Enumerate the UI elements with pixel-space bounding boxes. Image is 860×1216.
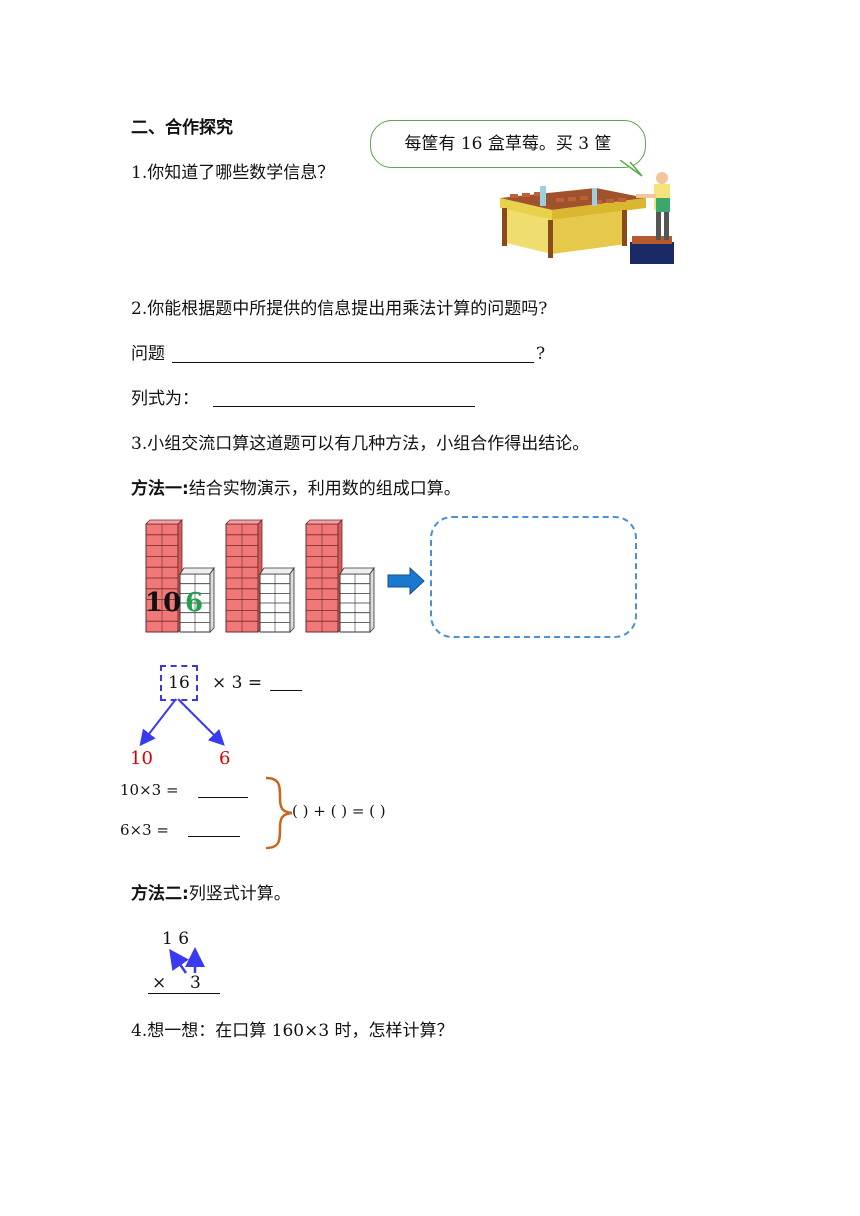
method-1-text: 结合实物演示，利用数的组成口算。 [188,479,461,499]
number-16-box: 16 [160,665,198,701]
formula-label: 列式为： [131,389,199,409]
speech-bubble-text: 每筐有 16 盒草莓。买 3 筐 [404,134,612,154]
method-1-title: 方法一: [131,479,189,499]
block-group-2 [225,519,295,633]
blocks-label-ten: 10 [145,588,182,618]
question-label: 问题 [131,344,165,364]
multiply-expression: × 3 = [212,673,263,693]
blocks-label-six: 6 [185,588,204,618]
question-1: 1.你知道了哪些数学信息？ [131,163,335,183]
split-ten: 10 [130,748,153,769]
vertical-bottom-digit: 3 [190,973,201,993]
question-2: 2.你能根据题中所提供的信息提出用乘法计算的问题吗? [131,299,548,319]
question-3: 3.小组交流口算这道题可以有几种方法，小组合作得出结论。 [131,434,590,454]
speech-bubble-tail [620,160,643,177]
strawberry-stall-illustration [500,172,674,264]
answer-drawing-box[interactable] [430,516,637,638]
method-2-title: 方法二: [131,884,189,904]
method-1-heading: 方法一:结合实物演示，利用数的组成口算。 [131,478,461,500]
product-answer-line[interactable] [270,689,302,691]
right-brace-icon [265,776,293,850]
split-arrows [139,698,225,747]
split-six: 6 [219,748,231,769]
vertical-times-sign: × [152,973,167,993]
method-2-text: 列竖式计算。 [188,884,291,904]
right-arrow-icon [387,566,425,596]
equation-6x3: 6×3 = [120,821,169,839]
speech-bubble: 每筐有 16 盒草莓。买 3 筐 [370,120,646,168]
blocks-illustration [145,519,375,633]
equation-10x3: 10×3 = [120,781,179,799]
vertical-result-line [148,992,220,994]
question-answer-line[interactable] [172,361,534,363]
equation-6x3-answer-line[interactable] [188,835,240,837]
question-mark: ? [536,344,546,364]
equation-10x3-answer-line[interactable] [198,796,248,798]
block-group-3 [305,519,375,633]
combine-expression: ( ) + ( ) = ( ) [292,802,386,820]
formula-answer-line[interactable] [213,405,475,407]
vertical-top-digits: 1 6 [162,929,190,949]
method-2-heading: 方法二:列竖式计算。 [131,883,291,905]
vertical-arrows [169,947,205,974]
question-4: 4.想一想：在口算 160×3 时，怎样计算？ [131,1021,454,1041]
number-16: 16 [168,673,190,693]
section-title: 二、合作探究 [131,118,233,138]
